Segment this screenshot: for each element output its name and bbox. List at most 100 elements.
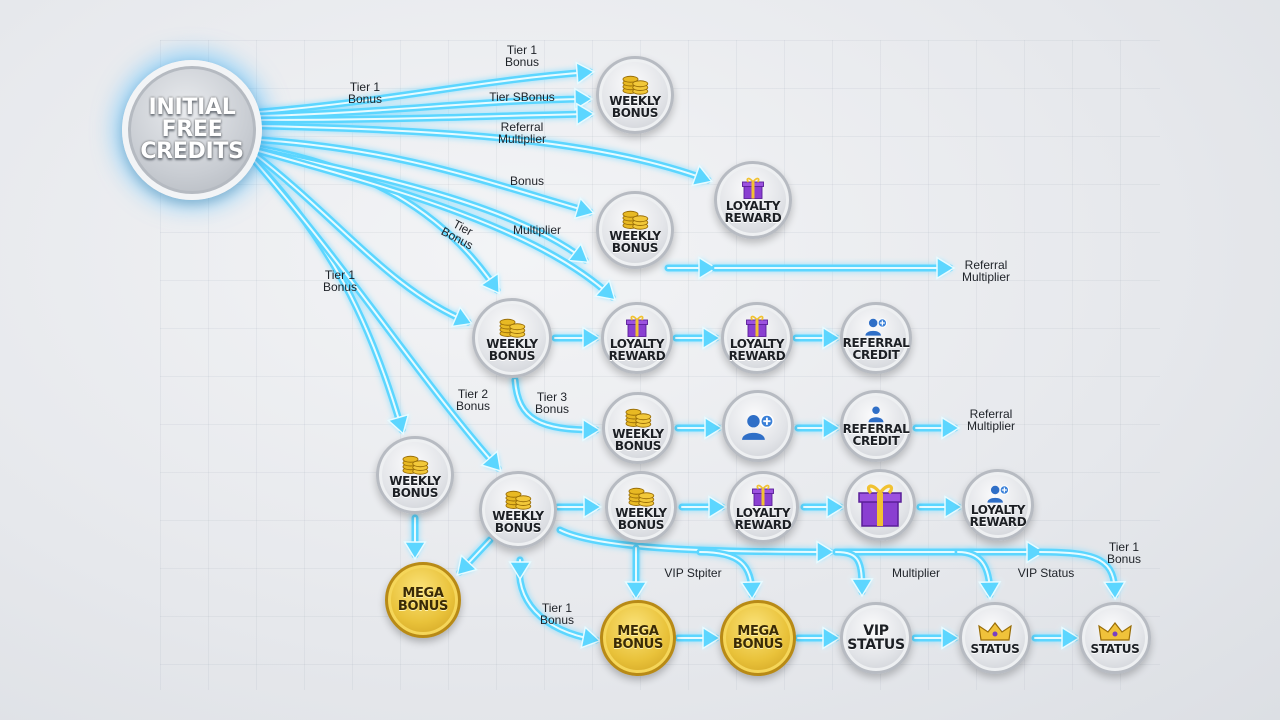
arrow-head-17 (704, 416, 724, 440)
crown-icon (1098, 621, 1132, 643)
arrow-head-20 (583, 495, 603, 519)
node-label: WEEKLY BONUS (609, 94, 661, 120)
node-loyalty-5: LOYALTY REWARD (962, 469, 1034, 541)
arrow-head-36 (822, 626, 842, 650)
arrow-head-16 (822, 326, 842, 350)
node-label: LOYALTY REWARD (728, 337, 786, 363)
arrow-head-35 (702, 626, 722, 650)
node-weekly-4: WEEKLY BONUS (602, 392, 674, 464)
user-plus-icon (864, 316, 888, 337)
edge-label: Tier SBonus (489, 90, 555, 104)
coins-icon (400, 451, 430, 475)
user-plus-icon (740, 411, 775, 442)
arrow-head-29 (1026, 540, 1046, 564)
node-label: WEEKLY BONUS (609, 229, 661, 255)
arrow-head-13 (936, 256, 956, 280)
node-label: WEEKLY BONUS (492, 509, 544, 535)
edge-label: Referral Multiplier (497, 120, 547, 146)
gift-icon (751, 483, 775, 507)
arrow-head-27 (508, 561, 532, 581)
flow-arrow-highlight-3 (261, 125, 709, 181)
coins-icon (623, 404, 653, 428)
node-weekly-5: WEEKLY BONUS (376, 436, 454, 514)
edge-label: Referral Multiplier (966, 407, 1016, 433)
arrow-head-5 (479, 272, 501, 295)
node-loyalty-3: LOYALTY REWARD (721, 302, 793, 374)
node-label: MEGA BONUS (612, 624, 664, 652)
node-label: LOYALTY REWARD (724, 199, 782, 225)
arrow-head-19 (941, 416, 961, 440)
node-mega-2: MEGA BONUS (600, 600, 676, 676)
flow-arrow-highlight-8 (251, 151, 469, 323)
arrow-head-4 (573, 196, 596, 220)
node-loyalty-4: LOYALTY REWARD (727, 471, 799, 543)
node-status-1: STATUS (959, 602, 1031, 674)
node-mega-1: MEGA BONUS (385, 562, 461, 638)
edge-label: Multiplier (512, 223, 562, 237)
node-weekly-3: WEEKLY BONUS (472, 298, 552, 378)
arrow-head-22 (826, 495, 846, 519)
node-weekly-6: WEEKLY BONUS (479, 471, 557, 549)
arrow-head-21 (708, 495, 728, 519)
gift-icon (625, 314, 649, 338)
node-status-2: STATUS (1079, 602, 1151, 674)
arrow-head-28 (816, 540, 836, 564)
arrow-head-33 (624, 581, 648, 601)
flow-arrow-highlight-6 (254, 149, 586, 261)
arrow-head-23 (944, 495, 964, 519)
edge-label: Tier 1 Bonus (504, 43, 540, 69)
arrow-head-31 (850, 578, 874, 598)
node-label: WEEKLY BONUS (486, 337, 538, 363)
node-label: WEEKLY BONUS (612, 427, 664, 453)
user-plus-icon (986, 483, 1010, 504)
arrow-head-8 (450, 305, 474, 328)
arrow-head-9 (386, 413, 410, 436)
node-label: VIP STATUS (847, 623, 905, 653)
node-weekly-1: WEEKLY BONUS (596, 56, 674, 134)
node-label: WEEKLY BONUS (615, 506, 667, 532)
node-vip-status: VIP STATUS (840, 602, 912, 674)
arrow-head-10 (480, 449, 502, 473)
arrow-head-26 (580, 625, 602, 649)
node-label: LOYALTY REWARD (969, 502, 1027, 529)
edge-label: VIP Status (1017, 566, 1075, 580)
coins-icon (620, 206, 650, 230)
node-label: INITIAL FREE CREDITS (140, 95, 244, 164)
arrow-head-14 (582, 326, 602, 350)
arrow-head-12 (698, 256, 718, 280)
edge-label: VIP Stpiter (664, 566, 722, 580)
node-label: LOYALTY REWARD (608, 337, 666, 363)
gift-big-icon (856, 481, 904, 529)
flow-arrow-highlight-28 (559, 529, 831, 553)
crown-icon (978, 621, 1012, 643)
node-loyalty-2: LOYALTY REWARD (601, 302, 673, 374)
arrow-head-32 (977, 580, 1002, 601)
flow-arrow-highlight-2 (261, 113, 591, 121)
arrow-head-6 (566, 242, 590, 264)
node-label: MEGA BONUS (397, 586, 449, 614)
arrow-head-18 (822, 416, 842, 440)
node-initial-free-credits: INITIAL FREE CREDITS (122, 60, 262, 200)
user-icon (867, 405, 885, 423)
arrow-head-11 (582, 418, 602, 442)
coins-icon (503, 486, 533, 510)
arrow-head-1 (574, 87, 594, 111)
arrow-head-37 (941, 626, 961, 650)
edge-label: Tier 1 Bonus (322, 268, 358, 294)
node-referral-2: REFERRAL CREDIT (840, 390, 912, 462)
edge-label: Referral Multiplier (961, 258, 1011, 284)
arrow-head-25 (456, 553, 478, 576)
arrow-head-7 (593, 279, 617, 301)
arrow-head-34 (739, 580, 764, 601)
node-weekly-7: WEEKLY BONUS (605, 471, 677, 543)
node-loyalty-1: LOYALTY REWARD (714, 161, 792, 239)
flow-arrow-highlight-7 (254, 149, 613, 298)
node-label: STATUS (970, 642, 1020, 656)
arrow-head-38 (1061, 626, 1081, 650)
node-label: STATUS (1090, 642, 1140, 656)
edge-label: Tier 1 Bonus (1106, 540, 1142, 566)
gift-icon (745, 314, 769, 338)
node-user-plus (722, 390, 794, 462)
node-label: WEEKLY BONUS (389, 474, 441, 500)
node-label: MEGA BONUS (732, 624, 784, 652)
